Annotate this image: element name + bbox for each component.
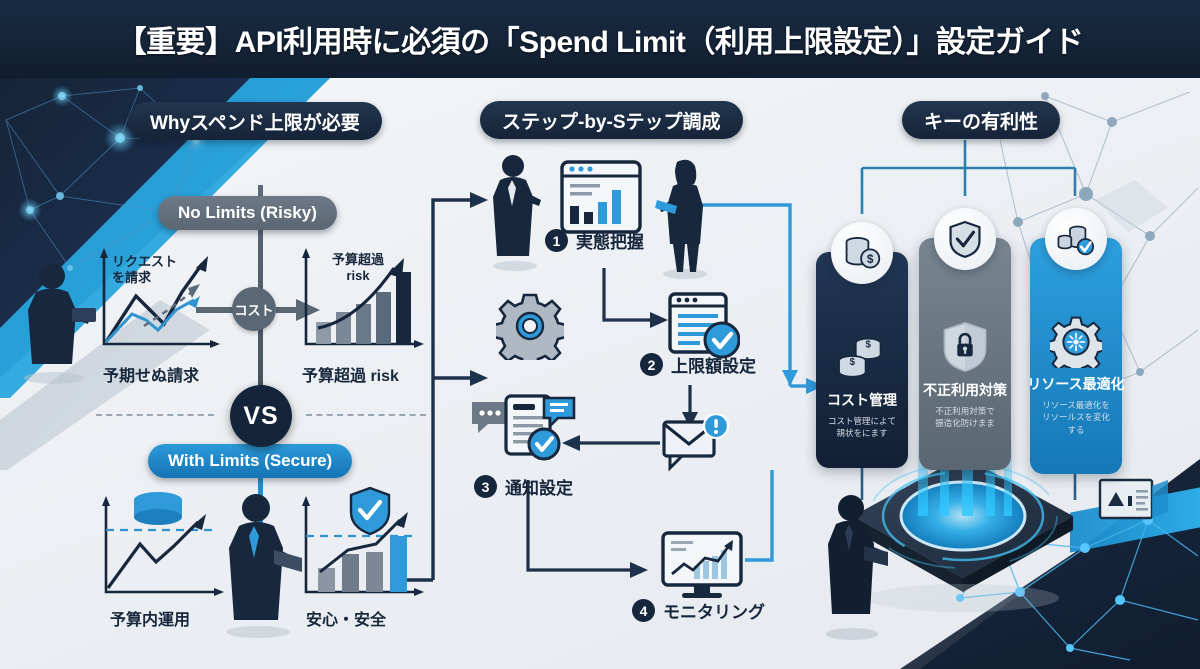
- dashboard-window-icon: [560, 160, 642, 234]
- chart-note-requests: リクエスト を請求: [112, 254, 178, 286]
- benefit-title-1: コスト管理: [827, 392, 897, 408]
- benefit-title-2: 不正利用対策: [923, 382, 1007, 398]
- step-label-3: 3 通知設定: [474, 474, 573, 499]
- step-number-4: 4: [632, 599, 655, 622]
- step-label-1: 1 実態把握: [545, 228, 644, 253]
- shield-lock-icon: [943, 322, 987, 372]
- badge-coin-stack-dollar-icon: $: [831, 222, 893, 284]
- comparison-divider-bottom: [258, 443, 263, 543]
- chart-within-budget-line: [102, 496, 224, 596]
- benefit-desc-3: リソース最適化を リソールスを変化 する: [1041, 400, 1110, 435]
- page-title: 【重要】API利用時に必須の「Spend Limit（利用上限設定）」設定ガイド: [116, 26, 1084, 59]
- benefit-card-fraud-prevention[interactable]: 不正利用対策 不正利用対策で 振造化防けまま: [919, 208, 1011, 470]
- benefit-desc-1: コスト管理によて 親状をにます: [827, 416, 896, 439]
- svg-text:$: $: [865, 339, 871, 350]
- comparison-dashed-right: [306, 414, 426, 416]
- step-label-2: 2 上限額設定: [640, 352, 756, 377]
- mini-dashboard-screen-icon: [1098, 478, 1168, 520]
- person-silhouette-analyst-woman: [655, 159, 707, 279]
- cost-badge: コスト: [232, 287, 276, 331]
- notification-settings-icon: [504, 394, 576, 461]
- section-header-why: Whyスペンド上限が必要: [128, 102, 382, 140]
- header-bar: 【重要】API利用時に必須の「Spend Limit（利用上限設定）」設定ガイド: [0, 0, 1200, 78]
- email-alert-icon: [662, 414, 730, 472]
- chart-note-overrun-risk: 予算超過 risk: [331, 252, 384, 284]
- coin-stack-dollar-icon: $: [845, 237, 881, 269]
- shield-check-icon: [949, 220, 981, 258]
- badge-shield-check-icon: [934, 208, 996, 270]
- cost-arrow-icon: [196, 299, 320, 321]
- monitoring-screen-icon: [661, 531, 743, 598]
- step-number-2: 2: [640, 353, 663, 376]
- step-text-2: 上限額設定: [671, 357, 756, 376]
- label-no-limits: No Limits (Risky): [158, 196, 337, 230]
- section-header-steps: ステップ-by-Sテップ調成: [480, 101, 743, 139]
- person-silhouette-manager: [226, 494, 302, 638]
- gear-optimize-icon: [1050, 316, 1102, 368]
- person-silhouette-operator: [826, 495, 888, 640]
- step-text-1: 実態把握: [576, 233, 644, 252]
- caption-unexpected-billing: 予期せぬ請求: [103, 368, 200, 385]
- svg-text:$: $: [850, 357, 856, 368]
- step-text-3: 通知設定: [505, 479, 573, 498]
- benefit-card-cost-management[interactable]: $ $ $ コスト管理 コスト管理によて 親状をにます: [816, 222, 908, 468]
- database-bottom: [134, 509, 182, 525]
- caption-budget-overrun-risk: 予算超過 risk: [302, 368, 399, 385]
- step-label-4: 4 モニタリング: [632, 598, 765, 623]
- chat-bubble-grey-icon: [472, 402, 508, 433]
- step-number-1: 1: [545, 229, 568, 252]
- chart-unexpected-billing-line: [100, 248, 220, 348]
- chart-safe-secure-bars: [302, 496, 424, 596]
- coins-dollar-icon: $ $: [838, 337, 882, 378]
- benefit-desc-2: 不正利用対策で 振造化防けまま: [935, 406, 995, 429]
- benefit-card-resource-optimization[interactable]: リソース最適化 リソース最適化を リソールスを変化 する: [1027, 208, 1125, 474]
- chart-budget-overrun-bars: [302, 248, 424, 348]
- label-with-limits: With Limits (Secure): [148, 444, 353, 478]
- step-number-3: 3: [474, 475, 497, 498]
- comparison-dashed-left: [96, 414, 214, 416]
- person-silhouette-analyst: [24, 263, 96, 384]
- document-check-icon: [668, 292, 740, 359]
- section-header-key-benefits: キーの有利性: [902, 101, 1061, 139]
- badge-database-check-icon: [1045, 208, 1107, 270]
- benefit-title-3: リソース最適化: [1027, 376, 1125, 392]
- vs-badge: VS: [230, 385, 292, 447]
- step-text-4: モニタリング: [663, 603, 765, 622]
- person-silhouette-presenter: [493, 155, 541, 271]
- gear-icon: [496, 293, 564, 360]
- caption-within-budget: 予算内運用: [110, 612, 191, 629]
- shield-check-icon: [349, 486, 391, 536]
- database-check-icon: [1057, 225, 1094, 256]
- svg-text:$: $: [867, 252, 874, 266]
- caption-safe-secure: 安心・安全: [306, 612, 387, 629]
